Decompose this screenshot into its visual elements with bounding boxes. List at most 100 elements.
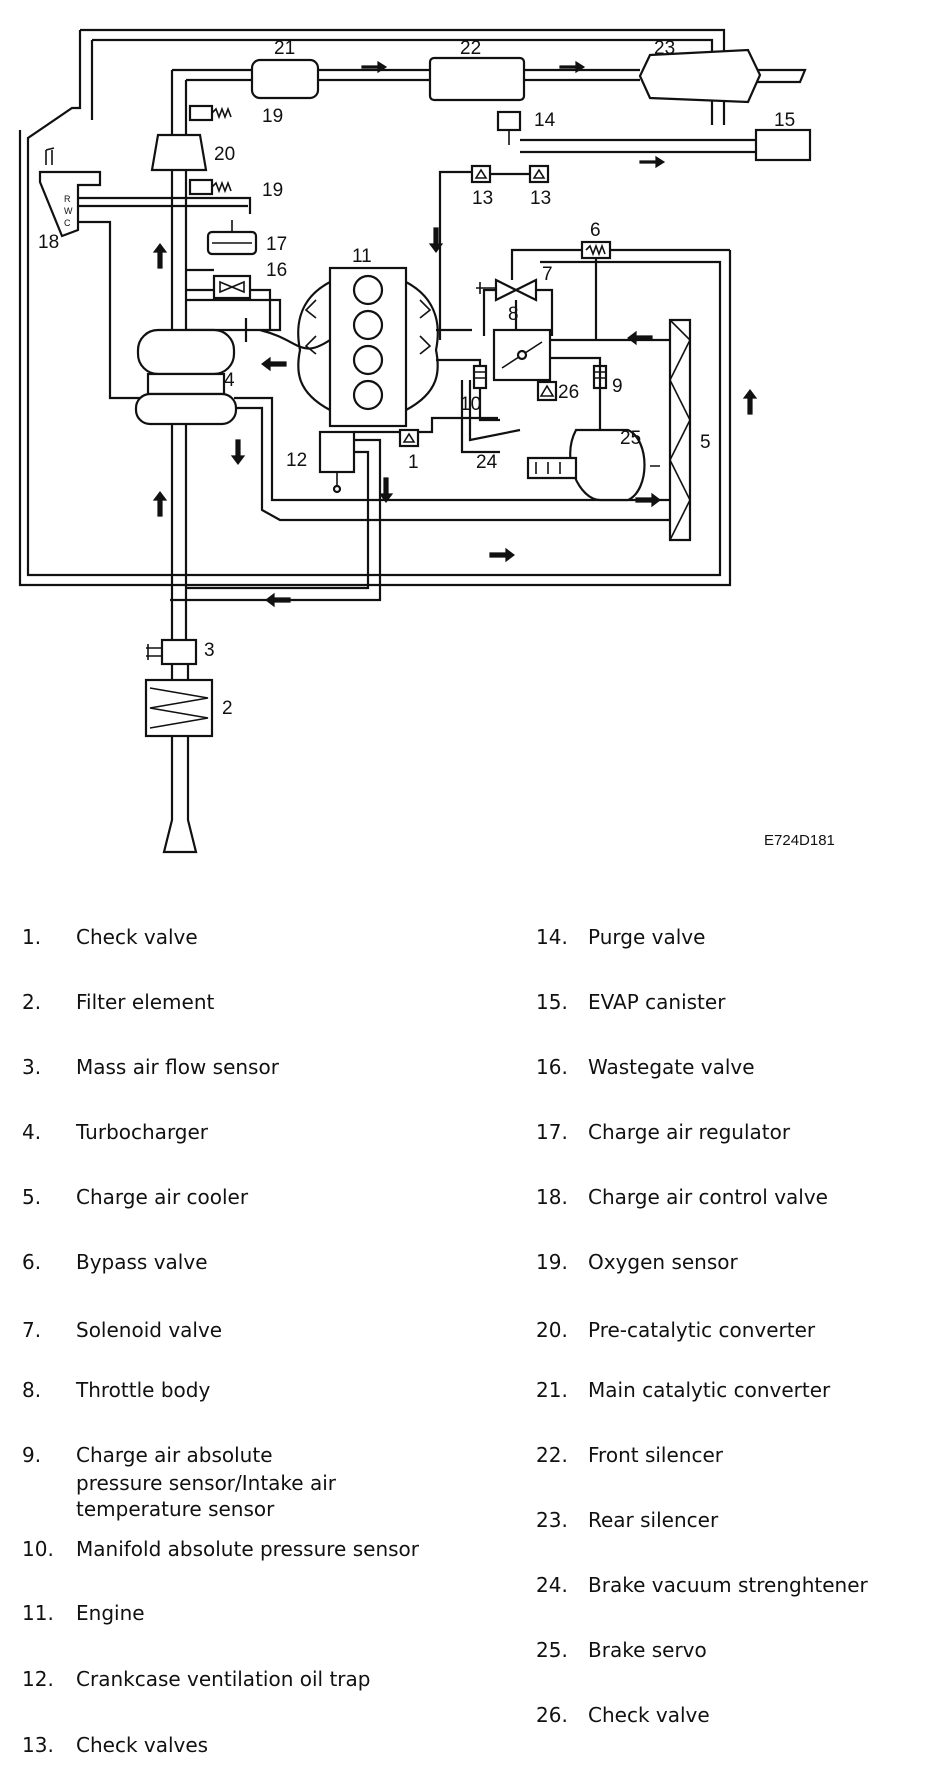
legend-item-continued: temperature sensor — [22, 1497, 274, 1521]
callout-3: 3 — [204, 640, 215, 661]
legend-number: 15. — [536, 990, 568, 1014]
maf-connector — [146, 644, 162, 660]
figure-code: E724D181 — [764, 832, 835, 849]
callout-7: 7 — [542, 264, 553, 285]
evap-canister — [754, 128, 812, 162]
flow-arrow-evap — [639, 155, 666, 169]
legend-text: Check valve — [588, 1703, 710, 1727]
main-catalytic-converter — [250, 58, 320, 100]
solenoid-valve — [476, 278, 554, 336]
legend-number: 25. — [536, 1638, 568, 1662]
legend-number: 2. — [22, 990, 42, 1014]
legend-number: 3. — [22, 1055, 42, 1079]
legend-item-continued: pressure sensor/Intake air — [22, 1471, 336, 1495]
legend-item: 12.Crankcase ventilation oil trap — [22, 1667, 370, 1691]
flow-arrow-cooler-out — [635, 492, 661, 508]
check-valve-13-right — [490, 164, 550, 184]
pipe-top-loop — [26, 28, 726, 577]
legend-text: Check valve — [76, 925, 198, 949]
legend-number: 5. — [22, 1185, 42, 1209]
flow-arrow-exhaust-2 — [559, 60, 586, 74]
legend-number: 6. — [22, 1250, 42, 1274]
legend-item: 10.Manifold absolute pressure sensor — [22, 1537, 419, 1561]
flow-arrow-bottom — [489, 547, 515, 563]
callout-2: 2 — [222, 698, 233, 719]
legend-number: 11. — [22, 1601, 54, 1625]
front-silencer — [428, 56, 526, 102]
legend-number: 9. — [22, 1443, 42, 1467]
flow-arrow-turbo-down — [230, 439, 246, 465]
legend-item: 16.Wastegate valve — [536, 1055, 755, 1079]
legend-item: 1.Check valve — [22, 925, 198, 949]
callout-17: 17 — [266, 234, 287, 255]
legend-item: 26. Check valve — [536, 1703, 710, 1727]
legend-item: 17.Charge air regulator — [536, 1120, 790, 1144]
engine — [297, 266, 439, 428]
flow-arrow-left-up — [152, 491, 168, 517]
legend-item: 14.Purge valve — [536, 925, 705, 949]
flow-arrow-return — [265, 592, 291, 608]
legend-item: 20.Pre-catalytic converter — [536, 1318, 815, 1342]
pipe-outer-return — [18, 130, 732, 587]
turbocharger — [134, 328, 690, 522]
legend-text: Oxygen sensor — [588, 1250, 738, 1274]
legend-text: Throttle body — [76, 1378, 211, 1402]
callout-16: 16 — [266, 260, 287, 281]
legend-number: 4. — [22, 1120, 42, 1144]
legend: 1.Check valve 2.Filter element 3.Mass ai… — [0, 905, 944, 1775]
callout-5: 5 — [700, 432, 711, 453]
callout-19-upper: 19 — [262, 106, 283, 127]
legend-text: Bypass valve — [76, 1250, 208, 1274]
legend-text: Charge air absolute — [76, 1443, 273, 1467]
legend-item: 13.Check valves — [22, 1733, 208, 1757]
legend-number: 10. — [22, 1537, 54, 1561]
legend-item: 25.Brake servo — [536, 1638, 707, 1662]
flow-arrow-exhaust-1 — [361, 60, 388, 74]
callout-10: 10 — [460, 394, 481, 415]
callout-21: 21 — [274, 38, 295, 59]
legend-text: Charge air control valve — [588, 1185, 828, 1209]
valve-letter-w: W — [64, 206, 73, 216]
legend-item: 5.Charge air cooler — [22, 1185, 248, 1209]
legend-item: 7. Solenoid valve — [22, 1318, 222, 1342]
throttle-body — [492, 328, 552, 382]
callout-26: 26 — [558, 382, 579, 403]
legend-number: 20. — [536, 1318, 568, 1342]
callout-11: 11 — [352, 246, 372, 267]
oxygen-sensor-upper — [188, 104, 232, 122]
pipe-intake-vertical — [170, 170, 188, 640]
callout-14: 14 — [534, 110, 556, 131]
legend-number: 24. — [536, 1573, 568, 1597]
mass-air-flow-sensor — [160, 638, 198, 666]
legend-number: 7. — [22, 1318, 42, 1342]
legend-number: 17. — [536, 1120, 568, 1144]
legend-item: 9. Charge air absolute — [22, 1443, 273, 1467]
legend-text: EVAP canister — [588, 990, 726, 1014]
callout-9: 9 — [612, 376, 623, 397]
manifold-absolute-pressure-sensor — [472, 364, 488, 390]
rear-silencer — [638, 48, 762, 104]
flow-arrow-cooler-in — [627, 330, 653, 346]
legend-text: Check valves — [76, 1733, 209, 1757]
check-valve-13-left — [470, 164, 492, 184]
legend-text: Main catalytic converter — [588, 1378, 831, 1402]
legend-item: 24. Brake vacuum strenghtener — [536, 1573, 868, 1597]
flow-arrow-cooler-up — [742, 389, 758, 415]
valve-letter-r: R — [64, 194, 71, 204]
legend-item: 6. Bypass valve — [22, 1250, 208, 1274]
charge-air-regulator — [206, 220, 258, 256]
callout-13-left: 13 — [472, 188, 493, 209]
oxygen-sensor-lower — [188, 178, 232, 196]
legend-text: Turbocharger — [76, 1120, 209, 1144]
callout-24: 24 — [476, 452, 498, 473]
flow-arrow-purge-down — [428, 227, 444, 253]
charge-air-cooler — [668, 318, 692, 542]
callout-18: 18 — [38, 232, 59, 253]
purge-valve — [496, 110, 522, 145]
legend-number: 8. — [22, 1378, 42, 1402]
legend-number: 26. — [536, 1703, 568, 1727]
legend-text: Solenoid valve — [76, 1318, 223, 1342]
legend-text: Brake vacuum strenghtener — [588, 1573, 868, 1597]
legend-item: 23.Rear silencer — [536, 1508, 718, 1532]
legend-item: 11.Engine — [22, 1601, 145, 1625]
